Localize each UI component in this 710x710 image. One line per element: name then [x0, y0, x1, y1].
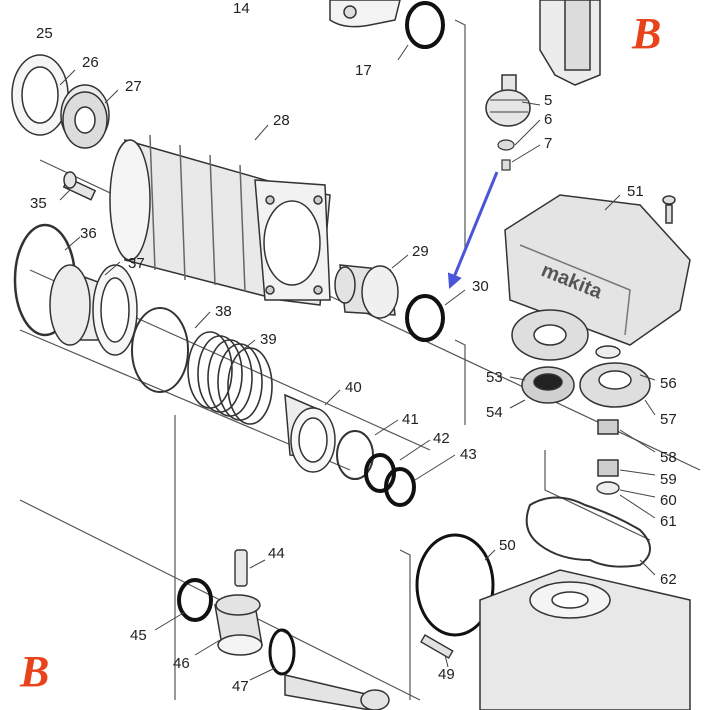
label-58: 58: [660, 449, 677, 466]
label-42: 42: [433, 430, 450, 447]
part-60-washer: [596, 481, 620, 495]
label-57: 57: [660, 411, 677, 428]
part-43-oring: [384, 467, 416, 507]
label-6: 6: [544, 111, 552, 128]
label-45: 45: [130, 627, 147, 644]
part-44-pin: [234, 549, 248, 587]
part-17-oring: [405, 1, 445, 49]
label-61: 61: [660, 513, 677, 530]
part-14-casing: [329, 0, 401, 28]
pointer-arrow: [447, 171, 499, 289]
part-47-oring: [268, 628, 296, 676]
label-46: 46: [173, 655, 190, 672]
part-5-gear: [485, 74, 531, 127]
part-39-spring: [187, 331, 273, 425]
label-30: 30: [472, 278, 489, 295]
label-59: 59: [660, 471, 677, 488]
label-60: 60: [660, 492, 677, 509]
part-40-sleeve: [284, 393, 336, 473]
label-44: 44: [268, 545, 285, 562]
brand-badge-bottom-left: B: [19, 647, 49, 696]
part-29-piston: [334, 264, 399, 319]
part-6-washer: [497, 139, 515, 151]
part-62-gasket: [525, 496, 651, 568]
label-36: 36: [80, 225, 97, 242]
label-56: 56: [660, 375, 677, 392]
side-handle: [539, 0, 601, 86]
label-43: 43: [460, 446, 477, 463]
label-7: 7: [544, 135, 552, 152]
part-46-piston: [214, 594, 263, 656]
label-49: 49: [438, 666, 455, 683]
part-49-pin: [420, 634, 454, 659]
part-35-bolt: [62, 171, 97, 201]
label-35: 35: [30, 195, 47, 212]
part-7-key: [501, 159, 511, 171]
part-53-bearing: [521, 366, 575, 404]
label-62: 62: [660, 571, 677, 588]
label-27: 27: [125, 78, 142, 95]
label-51: 51: [627, 183, 644, 200]
housing-screw: [662, 195, 676, 224]
part-37-sleeve: [49, 264, 138, 356]
label-50: 50: [499, 537, 516, 554]
label-38: 38: [215, 303, 232, 320]
crank-housing: [479, 569, 691, 710]
connecting-rod: [284, 674, 390, 710]
label-41: 41: [402, 411, 419, 428]
part-labels: 14 17 25 26 27 28 5 6 7 35 51 36 37 29 3…: [30, 0, 677, 695]
part-28-cylinder-housing: [109, 134, 331, 306]
label-25: 25: [36, 25, 53, 42]
part-57-gear: [579, 362, 651, 408]
part-59-spacer: [597, 459, 619, 477]
part-25-ring: [11, 54, 69, 136]
label-54: 54: [486, 404, 503, 421]
label-28: 28: [273, 112, 290, 129]
label-26: 26: [82, 54, 99, 71]
part-56-washer: [595, 345, 621, 359]
label-39: 39: [260, 331, 277, 348]
label-47: 47: [232, 678, 249, 695]
part-52-bevel-gear: [511, 309, 589, 361]
part-51-gear-housing-cover: makita: [504, 194, 691, 346]
part-38-ring: [131, 307, 189, 393]
label-14: 14: [233, 0, 250, 17]
part-58-spacer: [597, 419, 619, 435]
brand-badge-top-right: B: [631, 9, 661, 58]
label-17: 17: [355, 62, 372, 79]
part-50-oring: [415, 533, 495, 637]
label-29: 29: [412, 243, 429, 260]
label-5: 5: [544, 92, 552, 109]
label-37: 37: [128, 255, 145, 272]
part-30-oring: [405, 294, 445, 342]
label-53: 53: [486, 369, 503, 386]
leader-lines: [59, 44, 656, 681]
label-40: 40: [345, 379, 362, 396]
part-45-oring: [177, 578, 213, 622]
part-27-bearing: [62, 91, 108, 149]
